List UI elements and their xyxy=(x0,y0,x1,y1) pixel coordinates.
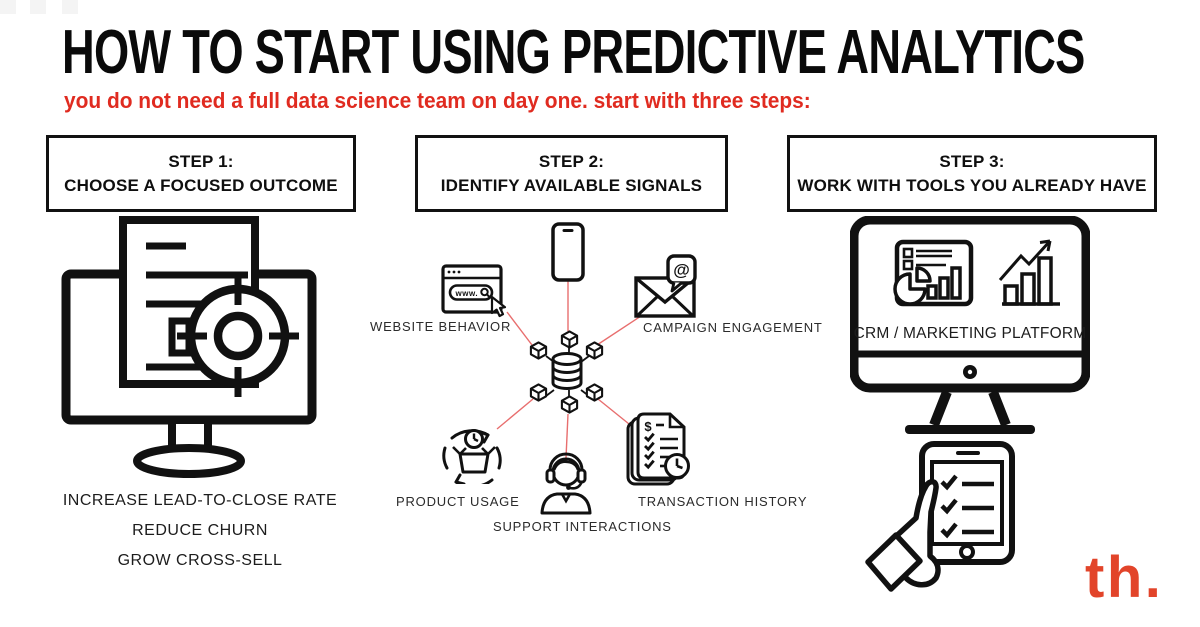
growth-chart-icon xyxy=(998,239,1060,306)
brand-logo: th. xyxy=(1085,545,1164,610)
label-campaign-engagement: CAMPAIGN ENGAGEMENT xyxy=(643,320,823,335)
bullet-grow-cross-sell: GROW CROSS-SELL xyxy=(117,552,283,569)
step3-heading-box: STEP 3: WORK WITH TOOLS YOU ALREADY HAVE xyxy=(787,135,1157,212)
data-cube-icon xyxy=(529,341,548,360)
data-cube-icon xyxy=(585,341,604,360)
step3-heading-line2: WORK WITH TOOLS YOU ALREADY HAVE xyxy=(797,176,1147,195)
label-transaction-history: TRANSACTION HISTORY xyxy=(638,494,808,509)
cuff-icon xyxy=(865,532,923,592)
step2-heading-box: STEP 2: IDENTIFY AVAILABLE SIGNALS xyxy=(415,135,728,212)
at-glyph: @ xyxy=(673,261,690,280)
label-product-usage: PRODUCT USAGE xyxy=(396,494,520,509)
corner-artifact xyxy=(62,0,78,14)
page-title: HOW TO START USING PREDICTIVE ANALYTICS xyxy=(62,18,1085,87)
label-website-behavior: WEBSITE BEHAVIOR xyxy=(370,319,512,334)
data-cube-icon xyxy=(529,383,548,402)
bullet-reduce-churn: REDUCE CHURN xyxy=(132,522,268,539)
tablet-checklist-icon xyxy=(865,441,1015,592)
browser-url-text: www. xyxy=(455,289,479,298)
step2-heading-line2: IDENTIFY AVAILABLE SIGNALS xyxy=(440,176,703,195)
step1-heading-line1: STEP 1: xyxy=(168,152,234,171)
data-cube-icon xyxy=(585,383,604,402)
label-support-interactions: SUPPORT INTERACTIONS xyxy=(493,519,672,534)
cursor-icon xyxy=(490,295,507,318)
dollar-glyph: $ xyxy=(644,419,652,434)
dashboard-card-icon xyxy=(893,239,974,307)
step1-heading-box: STEP 1: CHOOSE A FOCUSED OUTCOME xyxy=(46,135,356,212)
support-agent-icon xyxy=(540,452,592,515)
product-usage-icon xyxy=(442,429,502,484)
browser-icon: www. xyxy=(441,264,507,318)
monitor-target-icon xyxy=(61,216,317,478)
data-cube-icon xyxy=(560,395,579,414)
email-campaign-icon: @ xyxy=(634,254,697,318)
corner-artifact xyxy=(0,0,16,14)
bullet-increase-lead-to-close: INCREASE LEAD-TO-CLOSE RATE xyxy=(62,492,338,509)
transaction-history-icon: $ xyxy=(626,412,690,486)
page-subtitle: you do not need a full data science team… xyxy=(64,88,811,113)
data-cube-icon xyxy=(560,330,579,349)
step3-heading-line1: STEP 3: xyxy=(939,152,1005,171)
corner-artifact xyxy=(30,0,46,14)
smartphone-icon xyxy=(551,222,585,282)
database-icon xyxy=(551,352,583,390)
crm-platform-label: CRM / MARKETING PLATFORM xyxy=(853,325,1087,342)
step2-heading-line1: STEP 2: xyxy=(538,152,605,171)
crm-monitor-icon xyxy=(850,216,1090,434)
step1-heading-line2: CHOOSE A FOCUSED OUTCOME xyxy=(64,176,338,195)
step1-bullet-list: INCREASE LEAD-TO-CLOSE RATE REDUCE CHURN… xyxy=(40,492,360,570)
